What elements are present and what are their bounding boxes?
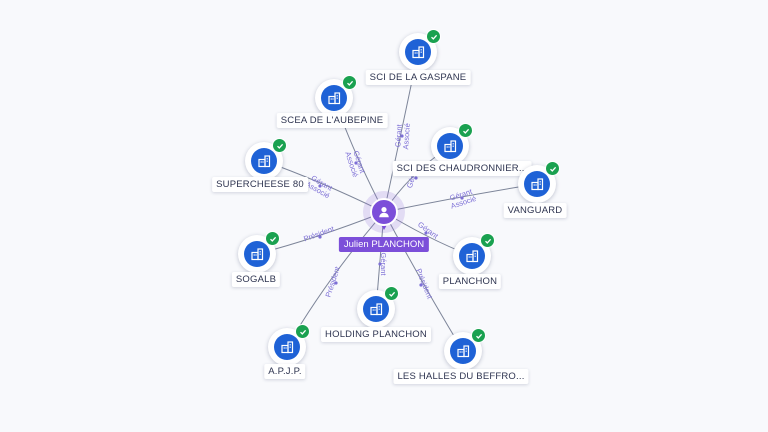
person-icon[interactable] [370, 198, 398, 226]
edge-arrow-planchon [424, 231, 428, 235]
company-node-gaspane[interactable] [399, 29, 441, 71]
edge-role: Président [302, 224, 336, 244]
company-building-icon [363, 296, 389, 322]
verified-check-icon [458, 123, 473, 138]
company-node-vanguard[interactable] [518, 161, 560, 203]
verified-check-icon [545, 161, 560, 176]
edge-arrow-supercheese [318, 184, 322, 188]
edge-arrow-vanguard [460, 196, 464, 200]
edge-arrow-apjp [334, 281, 338, 285]
company-label-vanguard[interactable]: VANGUARD [503, 203, 567, 218]
edge-arrow-halles [419, 283, 423, 287]
company-building-icon [450, 338, 476, 364]
verified-check-icon [342, 75, 357, 90]
company-node-aubepine[interactable] [315, 75, 357, 117]
verified-check-icon [265, 231, 280, 246]
company-building-icon [244, 241, 270, 267]
edge-role-label-sogalb: Président [302, 224, 336, 244]
company-building-icon [405, 39, 431, 65]
verified-check-icon [480, 233, 495, 248]
company-label-halles[interactable]: LES HALLES DU BEFFRO... [393, 369, 529, 384]
company-node-chaudronnier[interactable] [431, 123, 473, 165]
edge-role: Président [414, 267, 435, 301]
company-label-chaudronnier[interactable]: SCI DES CHAUDRONNIER... [392, 161, 532, 176]
edge-arrow-chaudronnier [414, 176, 418, 180]
edge-role: Associé [401, 123, 412, 150]
company-node-holding[interactable] [357, 286, 399, 328]
company-building-icon [524, 171, 550, 197]
company-label-sogalb[interactable]: SOGALB [231, 272, 281, 287]
company-node-sogalb[interactable] [238, 231, 280, 273]
edge-arrow-gaspane [400, 134, 404, 138]
company-label-supercheese[interactable]: SUPERCHEESE 80 [212, 177, 308, 192]
edge-role: Président [323, 265, 342, 299]
company-building-icon [251, 148, 277, 174]
company-building-icon [274, 334, 300, 360]
edge-role-label-halles: Président [414, 267, 435, 301]
company-building-icon [459, 243, 485, 269]
edge-arrow-sogalb [318, 235, 322, 239]
edge-role: Gérant [379, 253, 388, 277]
company-label-apjp[interactable]: A.P.J.P. [264, 364, 306, 379]
center-person-label[interactable]: Julien PLANCHON [338, 237, 430, 252]
edge-role-label-holding: Gérant [379, 253, 388, 277]
company-label-planchon[interactable]: PLANCHON [438, 274, 502, 289]
marker-tip [380, 223, 388, 230]
verified-check-icon [295, 324, 310, 339]
company-node-halles[interactable] [444, 328, 486, 370]
company-label-gaspane[interactable]: SCI DE LA GASPANE [365, 70, 471, 85]
company-node-planchon[interactable] [453, 233, 495, 275]
verified-check-icon [384, 286, 399, 301]
verified-check-icon [426, 29, 441, 44]
edge-arrow-holding [378, 262, 382, 266]
company-node-apjp[interactable] [268, 324, 310, 366]
company-label-holding[interactable]: HOLDING PLANCHON [321, 327, 431, 342]
company-building-icon [437, 133, 463, 159]
verified-check-icon [272, 138, 287, 153]
company-label-aubepine[interactable]: SCEA DE L'AUBEPINE [276, 113, 388, 128]
company-node-supercheese[interactable] [245, 138, 287, 180]
edge-role: Gérant [393, 123, 404, 147]
edge-arrow-aubepine [354, 161, 358, 165]
company-building-icon [321, 85, 347, 111]
edge-role-label-apjp: Président [323, 265, 342, 299]
verified-check-icon [471, 328, 486, 343]
